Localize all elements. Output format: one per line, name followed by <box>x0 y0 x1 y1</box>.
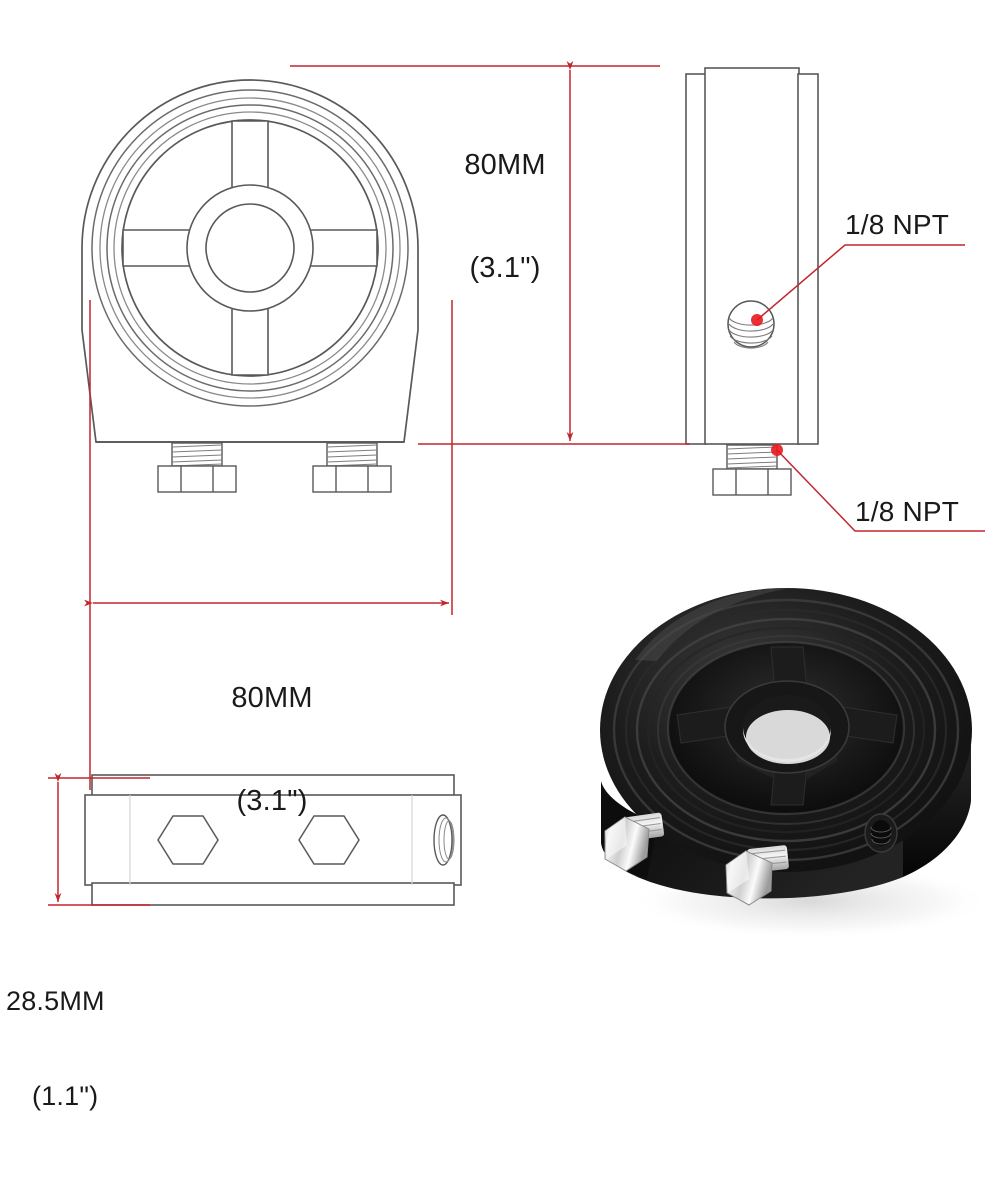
dimension-height-imperial: (3.1") <box>469 252 541 285</box>
bottom-view-body <box>84 794 462 886</box>
side-view-outer-left <box>685 73 707 445</box>
front-fitting-right <box>312 442 392 493</box>
product-photo <box>600 587 990 939</box>
front-groove-ring-1 <box>91 89 409 407</box>
leader-dot-npt-bottom <box>771 444 783 456</box>
bottom-view-hex-left <box>157 815 219 865</box>
bottom-view-bottom-lip <box>91 882 455 906</box>
dimension-label-width: 80MM (3.1") <box>192 613 352 887</box>
front-view <box>81 79 419 493</box>
front-fitting-left-hex <box>157 465 237 493</box>
dimension-thickness-imperial: (1.1") <box>32 1081 99 1112</box>
drawing-canvas: 80MM (3.1") 80MM (3.1") 28.5MM (1.1") 1/… <box>6 61 990 1112</box>
dimension-width-imperial: (3.1") <box>236 785 308 818</box>
front-groove-ring-2 <box>99 97 401 399</box>
callout-leaders <box>751 244 985 532</box>
dimension-label-height: 80MM (3.1") <box>430 80 580 354</box>
callout-label-port-side: 1/8 NPT <box>845 209 950 240</box>
photo-fitting-left <box>604 812 665 872</box>
dimension-lines <box>48 61 690 906</box>
front-cross-web <box>122 120 378 376</box>
bottom-view-side-port <box>433 814 455 866</box>
leader-npt-bottom <box>776 449 985 532</box>
dimension-height-metric: 80MM <box>464 149 546 182</box>
photo-rim-highlight <box>635 587 790 661</box>
photo-cross-webs <box>676 646 898 806</box>
photo-cavity-rim-highlight <box>666 640 906 816</box>
front-hub-bore <box>205 203 295 293</box>
side-view-fitting-hex <box>712 468 792 496</box>
technical-drawing-svg <box>48 61 985 906</box>
front-fitting-right-hex <box>312 465 392 493</box>
photo-fitting-right <box>725 845 789 906</box>
front-fitting-left <box>157 442 237 493</box>
dimension-width-metric: 80MM <box>231 682 313 715</box>
dimension-label-thickness: 28.5MM (1.1") <box>6 922 166 1177</box>
leader-npt-side <box>756 244 965 321</box>
front-groove-ring-4 <box>113 111 387 385</box>
photo-side-port <box>864 813 898 853</box>
front-fitting-right-thread-lines <box>326 444 378 467</box>
leader-dot-npt-side <box>751 314 763 326</box>
callout-label-port-bottom: 1/8 NPT <box>855 496 960 527</box>
side-view <box>685 67 819 496</box>
bottom-view <box>84 774 462 906</box>
front-fitting-left-thread-lines <box>171 444 223 467</box>
side-view-body <box>704 67 800 445</box>
side-view-npt-port <box>727 300 775 349</box>
photo-hub-bore-shine <box>746 710 830 764</box>
dimension-thickness-metric: 28.5MM <box>6 985 105 1016</box>
front-groove-ring-3 <box>106 104 394 392</box>
bottom-view-hex-right <box>298 815 360 865</box>
side-view-fitting <box>712 444 792 496</box>
side-view-outer-right <box>797 73 819 445</box>
